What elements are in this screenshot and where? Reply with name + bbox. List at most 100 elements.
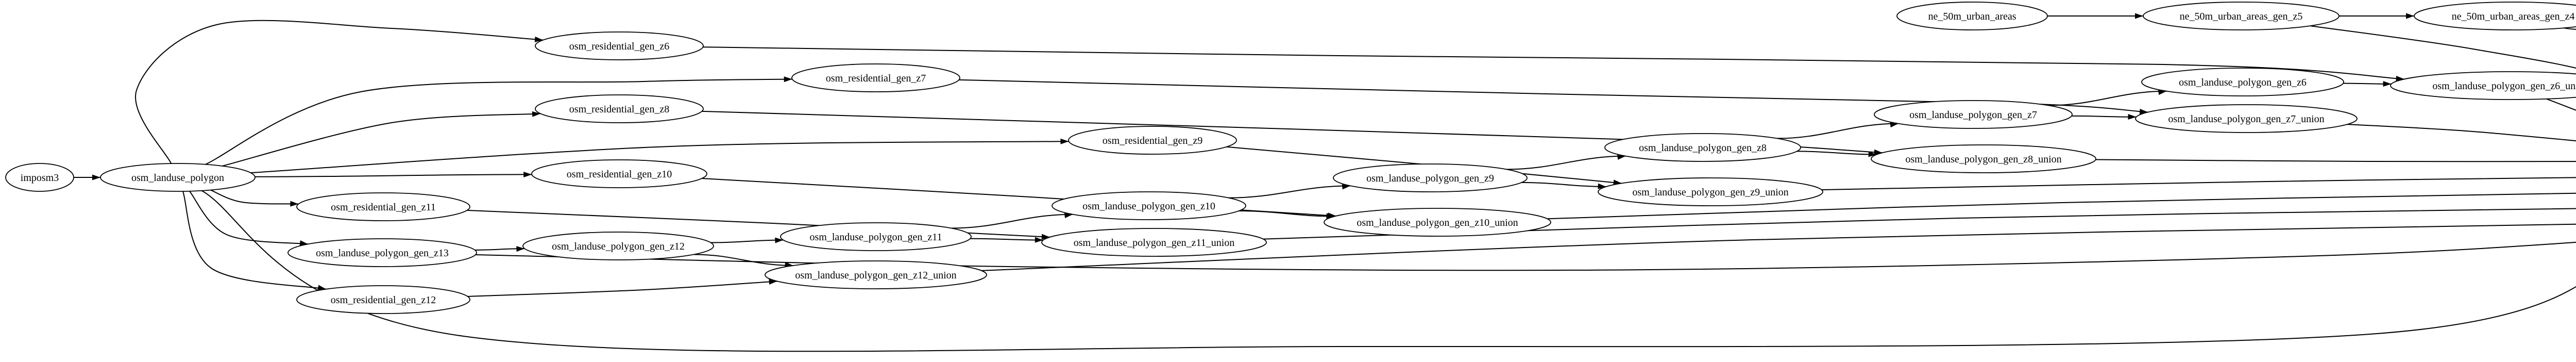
arrowhead-icon: [2396, 75, 2404, 81]
arrowhead-icon: [1342, 184, 1351, 190]
node-label: osm_landuse_polygon_gen_z8_union: [1905, 154, 2061, 165]
arrowhead-icon: [785, 261, 793, 268]
node-osm_residential_gen_z8: osm_residential_gen_z8: [535, 94, 704, 123]
edge-osm_landuse_polygon-osm_residential_gen_z8: [222, 111, 541, 167]
node-osm_residential_gen_z7: osm_residential_gen_z7: [791, 63, 960, 92]
node-label: osm_landuse_polygon_gen_z9_union: [1632, 187, 1788, 198]
node-osm_landuse_polygon_gen_z8_union: osm_landuse_polygon_gen_z8_union: [1871, 144, 2096, 173]
node-osm_landuse_polygon_gen_z11_union: osm_landuse_polygon_gen_z11_union: [1041, 228, 1267, 257]
edge-osm_landuse_polygon_gen_z12-osm_landuse_polygon_gen_z12_union: [693, 254, 793, 268]
node-osm_residential_gen_z9: osm_residential_gen_z9: [1068, 126, 1237, 155]
node-osm_residential_gen_z12: osm_residential_gen_z12: [296, 285, 470, 314]
node-label: osm_landuse_polygon_gen_z13: [316, 248, 449, 259]
node-label: osm_landuse_polygon_gen_z9: [1366, 173, 1494, 184]
node-osm_landuse_polygon_gen_z6: osm_landuse_polygon_gen_z6: [2141, 68, 2344, 96]
arrowhead-icon: [1868, 151, 1877, 157]
arrowhead-icon: [1328, 212, 1336, 219]
edge-ne_50m_urban_areas_gen_z5-ne_50m_urban_areas_gen_z4: [2339, 13, 2414, 19]
node-label: osm_residential_gen_z10: [567, 169, 672, 180]
node-label: osm_landuse_polygon_gen_z10_union: [1357, 217, 1518, 228]
edge-osm_residential_gen_z12-osm_landuse_polygon_gen_z12_union: [467, 278, 777, 297]
edge-ne_50m_urban_areas_gen_z5-layer_landusez5: [2310, 25, 2576, 69]
node-osm_landuse_polygon_gen_z7: osm_landuse_polygon_gen_z7: [1874, 100, 2073, 129]
edge-osm_landuse_polygon-osm_landuse_polygon_gen_z13: [189, 191, 309, 246]
node-label: ne_50m_urban_areas: [1928, 11, 2016, 22]
edge-osm_landuse_polygon_gen_z8-osm_landuse_polygon_gen_z7: [1777, 122, 1899, 139]
edge-ne_50m_urban_areas-ne_50m_urban_areas_gen_z5: [2047, 13, 2143, 19]
arrowhead-icon: [92, 174, 100, 180]
edge-osm_landuse_polygon_gen_z9_union-layer_landusez9: [1821, 177, 2576, 191]
node-label: osm_landuse_polygon_gen_z7: [1909, 109, 2037, 121]
node-osm_landuse_polygon: osm_landuse_polygon: [100, 163, 256, 192]
node-label: osm_residential_gen_z11: [331, 202, 436, 213]
node-label: osm_landuse_polygon_gen_z8: [1639, 142, 1767, 154]
edge-osm_landuse_polygon-osm_residential_gen_z6: [135, 20, 544, 164]
node-ne_50m_urban_areas_gen_z5: ne_50m_urban_areas_gen_z5: [2143, 2, 2340, 30]
arrowhead-icon: [2128, 114, 2137, 120]
node-osm_landuse_polygon_gen_z10: osm_landuse_polygon_gen_z10: [1052, 191, 1246, 220]
node-osm_landuse_polygon_gen_z7_union: osm_landuse_polygon_gen_z7_union: [2135, 104, 2358, 133]
edge-osm_landuse_polygon_gen_z10-osm_landuse_polygon_gen_z9: [1228, 184, 1351, 199]
edge-osm_residential_gen_z7-osm_landuse_polygon_gen_z7_union: [959, 79, 2148, 115]
node-label: osm_landuse_polygon_gen_z10: [1082, 201, 1215, 212]
node-osm_landuse_polygon_gen_z11: osm_landuse_polygon_gen_z11: [780, 222, 972, 251]
node-label: osm_residential_gen_z6: [569, 41, 669, 52]
arrowhead-icon: [1617, 154, 1626, 160]
edge-imposm3-osm_landuse_polygon: [73, 174, 100, 180]
node-osm_landuse_polygon_gen_z12: osm_landuse_polygon_gen_z12: [522, 232, 714, 260]
node-label: osm_landuse_polygon_gen_z7_union: [2168, 113, 2324, 125]
node-label: osm_landuse_polygon_gen_z6: [2179, 77, 2307, 88]
arrowhead-icon: [769, 278, 777, 285]
node-label: osm_landuse_polygon_gen_z11_union: [1074, 237, 1235, 249]
edge-osm_landuse_polygon-osm_residential_gen_z7: [205, 76, 792, 165]
node-osm_landuse_polygon_gen_z8: osm_landuse_polygon_gen_z8: [1604, 133, 1801, 162]
node-label: osm_landuse_polygon_gen_z6_union: [2432, 80, 2576, 92]
node-ne_50m_urban_areas_gen_z4: ne_50m_urban_areas_gen_z4: [2414, 2, 2576, 30]
node-label: osm_landuse_polygon_gen_z12: [552, 241, 685, 252]
arrowhead-icon: [2383, 81, 2392, 87]
node-label: ne_50m_urban_areas_gen_z5: [2180, 11, 2303, 22]
arrowhead-icon: [1874, 149, 1883, 155]
node-label: osm_residential_gen_z12: [331, 294, 436, 306]
arrowhead-icon: [1598, 183, 1606, 189]
arrowhead-icon: [784, 76, 792, 83]
arrowhead-icon: [2139, 109, 2148, 115]
node-label: osm_residential_gen_z9: [1103, 135, 1202, 146]
edge-osm_landuse_polygon_gen_z8_union-layer_landusez8: [2095, 159, 2576, 162]
node-osm_residential_gen_z11: osm_residential_gen_z11: [296, 192, 470, 221]
arrowhead-icon: [523, 172, 532, 178]
node-osm_residential_gen_z6: osm_residential_gen_z6: [535, 31, 704, 60]
arrowhead-icon: [1035, 237, 1043, 243]
edge-osm_landuse_polygon_gen_z9-osm_landuse_polygon_gen_z9_union: [1521, 182, 1606, 189]
node-label: osm_residential_gen_z8: [569, 104, 669, 115]
node-osm_landuse_polygon_gen_z12_union: osm_landuse_polygon_gen_z12_union: [765, 260, 987, 289]
edge-osm_landuse_polygon_gen_z7_union-layer_landusez7: [2347, 124, 2576, 142]
node-label: osm_landuse_polygon: [131, 172, 224, 184]
edge-osm_residential_gen_z6-osm_landuse_polygon_gen_z6_union: [703, 46, 2404, 81]
arrowhead-icon: [1064, 212, 1073, 218]
edge-osm_landuse_polygon_gen_z13-osm_landuse_polygon_gen_z12: [474, 246, 525, 252]
edge-osm_landuse_polygon_gen_z7-osm_landuse_polygon_gen_z6: [2048, 89, 2167, 106]
edge-osm_landuse_polygon_gen_z12-osm_landuse_polygon_gen_z11: [710, 237, 784, 243]
edge-osm_landuse_polygon_gen_z12_union-layer_landusez12: [981, 223, 2576, 271]
arrowhead-icon: [516, 246, 525, 252]
edge-osm_residential_gen_z11-osm_landuse_polygon_gen_z11_union: [467, 209, 1050, 240]
arrowhead-icon: [2135, 13, 2143, 19]
edge-osm_landuse_polygon_gen_z10_union-layer_landusez10: [1547, 192, 2576, 220]
edge-osm_landuse_polygon-osm_residential_gen_z9: [250, 138, 1069, 174]
edge-osm_landuse_polygon_gen_z6-osm_landuse_polygon_gen_z6_union: [2343, 81, 2392, 87]
node-osm_landuse_polygon_gen_z13: osm_landuse_polygon_gen_z13: [287, 238, 477, 267]
node-label: osm_residential_gen_z7: [826, 73, 926, 84]
arrowhead-icon: [532, 111, 541, 117]
node-ne_50m_urban_areas: ne_50m_urban_areas: [1896, 2, 2048, 30]
node-osm_residential_gen_z10: osm_residential_gen_z10: [531, 159, 707, 188]
node-label: osm_landuse_polygon_gen_z11: [809, 232, 942, 243]
edge-osm_landuse_polygon_gen_z8-osm_landuse_polygon_gen_z8_union: [1797, 151, 1877, 157]
edge-osm_landuse_polygon-osm_residential_gen_z10: [255, 172, 532, 178]
node-label: ne_50m_urban_areas_gen_z4: [2452, 11, 2575, 22]
node-imposm3: imposm3: [5, 163, 74, 192]
arrowhead-icon: [2406, 13, 2414, 19]
node-label: osm_landuse_polygon_gen_z12_union: [795, 270, 956, 281]
arrowhead-icon: [290, 201, 299, 207]
